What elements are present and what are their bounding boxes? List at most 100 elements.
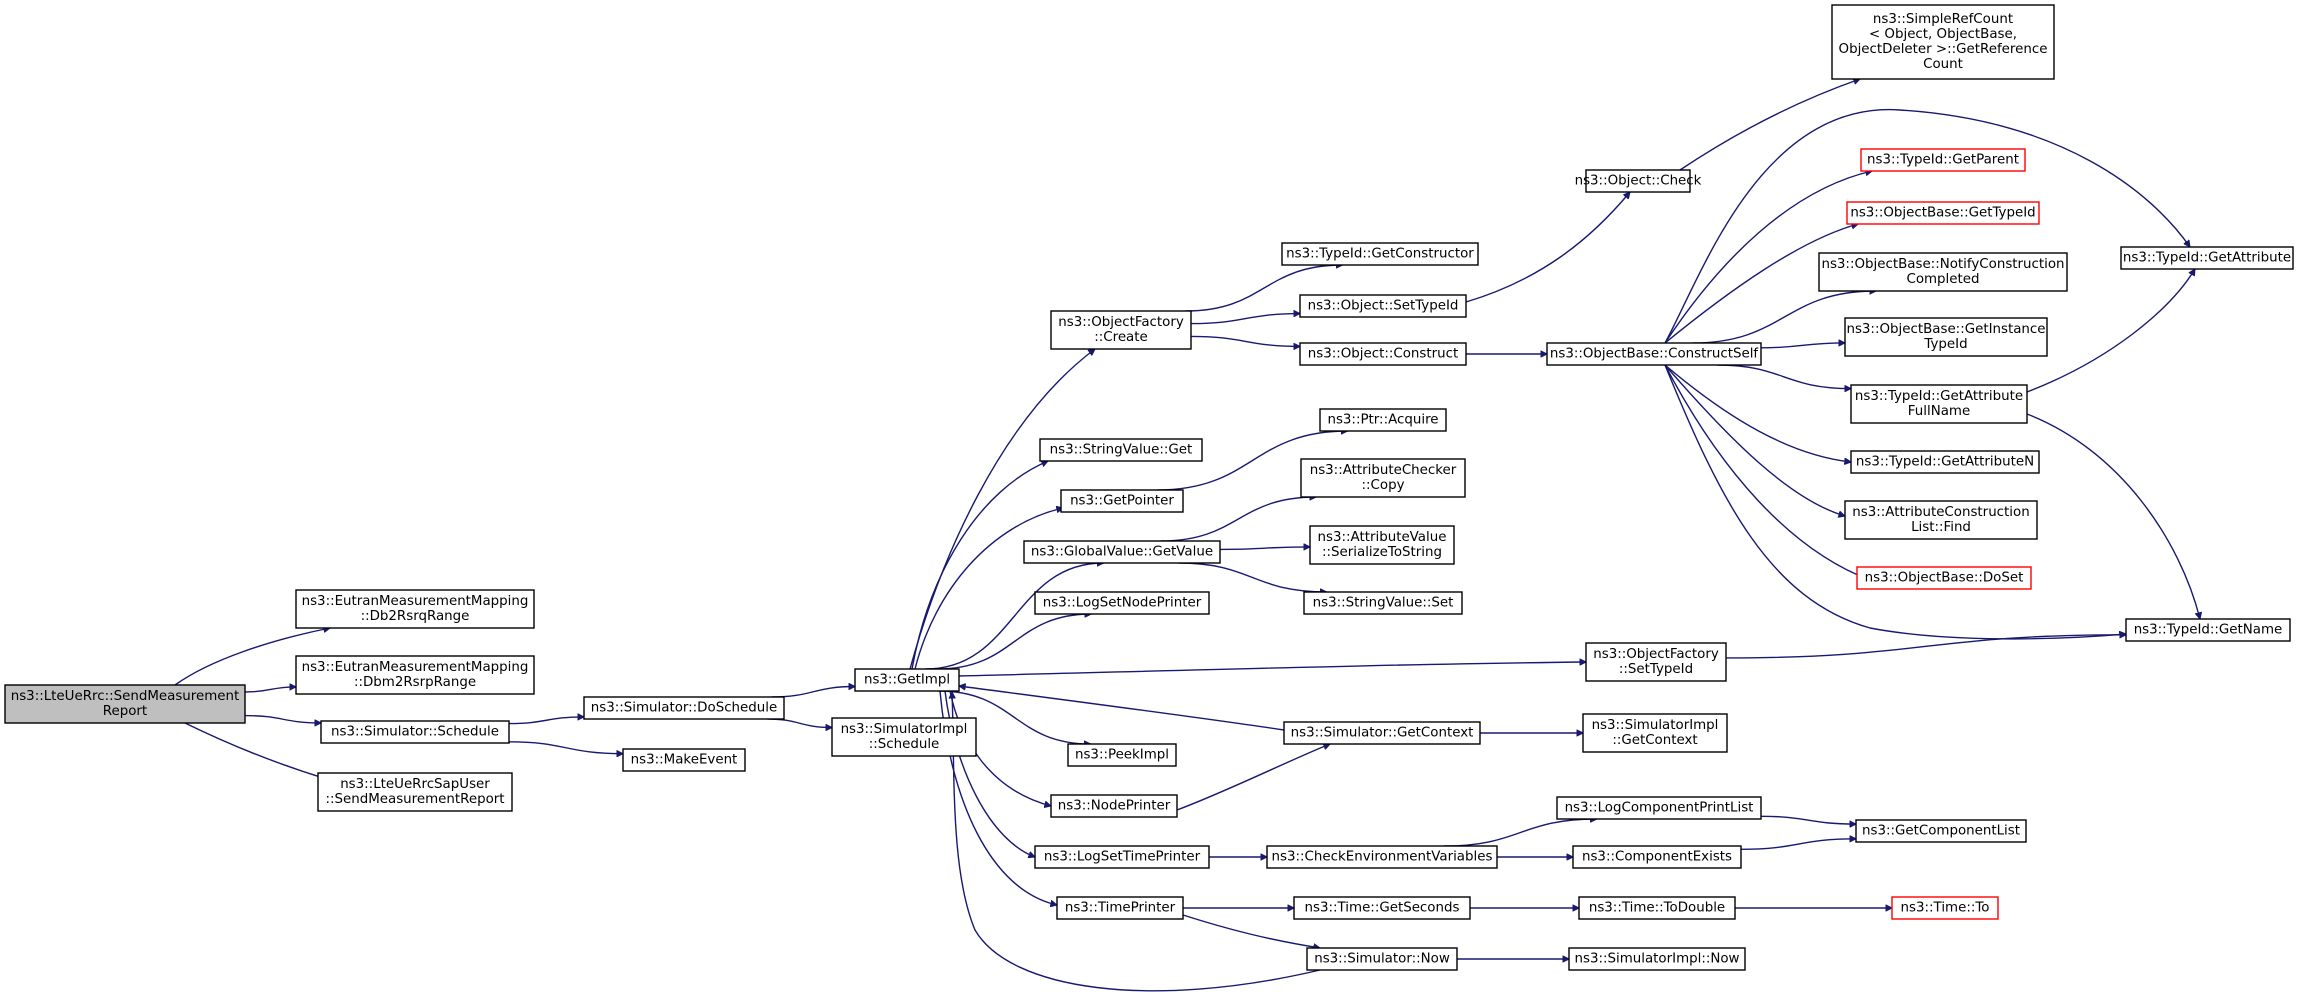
function-node[interactable]: ns3::StringValue::Get: [1039, 438, 1203, 462]
function-node[interactable]: ns3::TypeId::GetParent: [1860, 148, 2026, 172]
function-node[interactable]: ns3::SimpleRefCount< Object, ObjectBase,…: [1831, 4, 2055, 80]
function-node[interactable]: ns3::AttributeChecker::Copy: [1300, 458, 1466, 498]
node-box: [1034, 845, 1210, 869]
function-node[interactable]: ns3::Simulator::DoSchedule: [583, 696, 785, 720]
function-node[interactable]: ns3::AttributeValue::SerializeToString: [1309, 525, 1455, 565]
function-node[interactable]: ns3::ObjectBase::NotifyConstructionCompl…: [1818, 252, 2068, 292]
function-node[interactable]: ns3::Time::GetSeconds: [1293, 896, 1471, 920]
call-edge: [1176, 744, 1330, 811]
node-label: ns3::LteUeRrcSapUser: [340, 777, 490, 792]
function-node[interactable]: ns3::EutranMeasurementMapping::Db2RsrqRa…: [295, 589, 535, 629]
function-node[interactable]: ns3::Simulator::Now: [1306, 947, 1458, 971]
node-box: [1850, 384, 2028, 424]
call-edge: [937, 614, 1092, 670]
function-node[interactable]: ns3::StringValue::Set: [1303, 591, 1463, 615]
function-node[interactable]: ns3::GetPointer: [1060, 489, 1184, 513]
node-label: ns3::GlobalValue::GetValue: [1031, 545, 1213, 560]
node-box: [1299, 342, 1467, 366]
function-node[interactable]: ns3::PeekImpl: [1067, 743, 1177, 767]
call-edge: [909, 349, 1095, 670]
node-label: ns3::StringValue::Set: [1313, 596, 1454, 611]
node-label: ns3::GetImpl: [864, 673, 950, 688]
call-edge: [1664, 109, 2190, 344]
call-edge: [1664, 364, 1851, 462]
node-label: ns3::MakeEvent: [631, 753, 738, 768]
function-node[interactable]: ns3::LteUeRrcSapUser::SendMeasurementRep…: [317, 772, 513, 812]
node-label: ns3::AttributeValue: [1318, 530, 1447, 545]
function-node[interactable]: ns3::TypeId::GetConstructor: [1281, 242, 1479, 266]
function-node[interactable]: ns3::ComponentExists: [1572, 845, 1742, 869]
function-node[interactable]: ns3::Object::SetTypeId: [1299, 294, 1467, 318]
function-node[interactable]: ns3::LogSetNodePrinter: [1034, 591, 1210, 615]
function-node[interactable]: ns3::LogSetTimePrinter: [1034, 845, 1210, 869]
function-node[interactable]: ns3::EutranMeasurementMapping::Dbm2RsrpR…: [295, 655, 535, 695]
node-box: [295, 589, 535, 629]
call-edge: [1219, 547, 1310, 550]
node-label: ObjectDeleter >::GetReference: [1839, 42, 2048, 57]
node-label: ns3::GetComponentList: [1862, 824, 2020, 839]
node-label: ns3::LogSetTimePrinter: [1044, 850, 1201, 865]
node-label: Count: [1923, 57, 1963, 72]
node-box: [1056, 896, 1184, 920]
function-node[interactable]: ns3::TypeId::GetAttributeN: [1850, 450, 2040, 474]
call-edge: [771, 687, 855, 698]
node-label: ns3::Simulator::Now: [1314, 952, 1450, 967]
node-box: [317, 772, 513, 812]
node-box: [320, 720, 510, 744]
node-box: [1582, 713, 1728, 753]
call-edge: [2026, 413, 2200, 619]
function-node[interactable]: ns3::ObjectBase::GetTypeId: [1846, 201, 2040, 225]
function-node[interactable]: ns3::Simulator::GetContext: [1283, 721, 1481, 745]
node-label: ns3::LogComponentPrintList: [1565, 801, 1754, 816]
node-label: TypeId: [1923, 337, 1967, 352]
function-node[interactable]: ns3::SimulatorImpl::GetContext: [1582, 713, 1728, 753]
function-node[interactable]: ns3::ObjectBase::DoSet: [1856, 566, 2032, 590]
node-label: ns3::Object::Check: [1575, 174, 1702, 189]
node-label: ns3::TypeId::GetName: [2134, 623, 2283, 638]
node-label: ns3::SimulatorImpl: [1592, 718, 1719, 733]
function-node[interactable]: ns3::TypeId::GetName: [2125, 618, 2291, 642]
function-node[interactable]: ns3::LogComponentPrintList: [1556, 796, 1762, 820]
function-node[interactable]: ns3::Ptr::Acquire: [1319, 408, 1447, 432]
function-node[interactable]: ns3::GetImpl: [854, 668, 960, 692]
function-node[interactable]: ns3::GlobalValue::GetValue: [1023, 540, 1221, 564]
function-node[interactable]: ns3::MakeEvent: [622, 748, 746, 772]
node-box: [1309, 525, 1455, 565]
node-box: [583, 696, 785, 720]
function-node[interactable]: ns3::GetComponentList: [1855, 819, 2027, 843]
function-node[interactable]: ns3::Time::To: [1891, 896, 1999, 920]
function-node[interactable]: ns3::TypeId::GetAttribute: [2120, 246, 2294, 270]
function-node[interactable]: ns3::ObjectFactory::SetTypeId: [1585, 642, 1727, 682]
node-label: ns3::AttributeChecker: [1310, 463, 1457, 478]
call-edge: [949, 690, 1051, 806]
call-edge: [925, 563, 1104, 670]
node-label: ns3::StringValue::Get: [1050, 443, 1193, 458]
function-node[interactable]: ns3::SimulatorImpl::Schedule: [831, 717, 977, 757]
function-node[interactable]: ns3::Object::Construct: [1299, 342, 1467, 366]
call-edge: [1664, 364, 1845, 516]
node-label: ns3::Simulator::DoSchedule: [591, 701, 777, 716]
function-node[interactable]: ns3::CheckEnvironmentVariables: [1266, 845, 1498, 869]
call-edge: [508, 741, 623, 754]
call-edge: [1664, 224, 1858, 344]
function-node[interactable]: ns3::TimePrinter: [1056, 896, 1184, 920]
node-label: ns3::Object::Construct: [1308, 347, 1459, 362]
function-node[interactable]: ns3::Object::Check: [1575, 169, 1702, 193]
call-edge: [1178, 562, 1326, 592]
node-box: [1060, 489, 1184, 513]
node-box: [1585, 642, 1727, 682]
node-label: ns3::Time::To: [1901, 901, 1990, 916]
node-box: [1266, 845, 1498, 869]
function-node[interactable]: ns3::ObjectFactory::Create: [1050, 310, 1192, 350]
function-node[interactable]: ns3::Time::ToDouble: [1578, 896, 1736, 920]
node-label: ns3::ObjectBase::GetTypeId: [1850, 206, 2035, 221]
function-node[interactable]: ns3::NodePrinter: [1050, 794, 1178, 818]
node-label: ns3::ObjectBase::DoSet: [1865, 571, 2024, 586]
function-node[interactable]: ns3::ObjectBase::ConstructSelf: [1546, 342, 1762, 366]
function-node[interactable]: ns3::Simulator::Schedule: [320, 720, 510, 744]
node-box: [1293, 896, 1471, 920]
function-node[interactable]: ns3::SimulatorImpl::Now: [1568, 947, 1746, 971]
